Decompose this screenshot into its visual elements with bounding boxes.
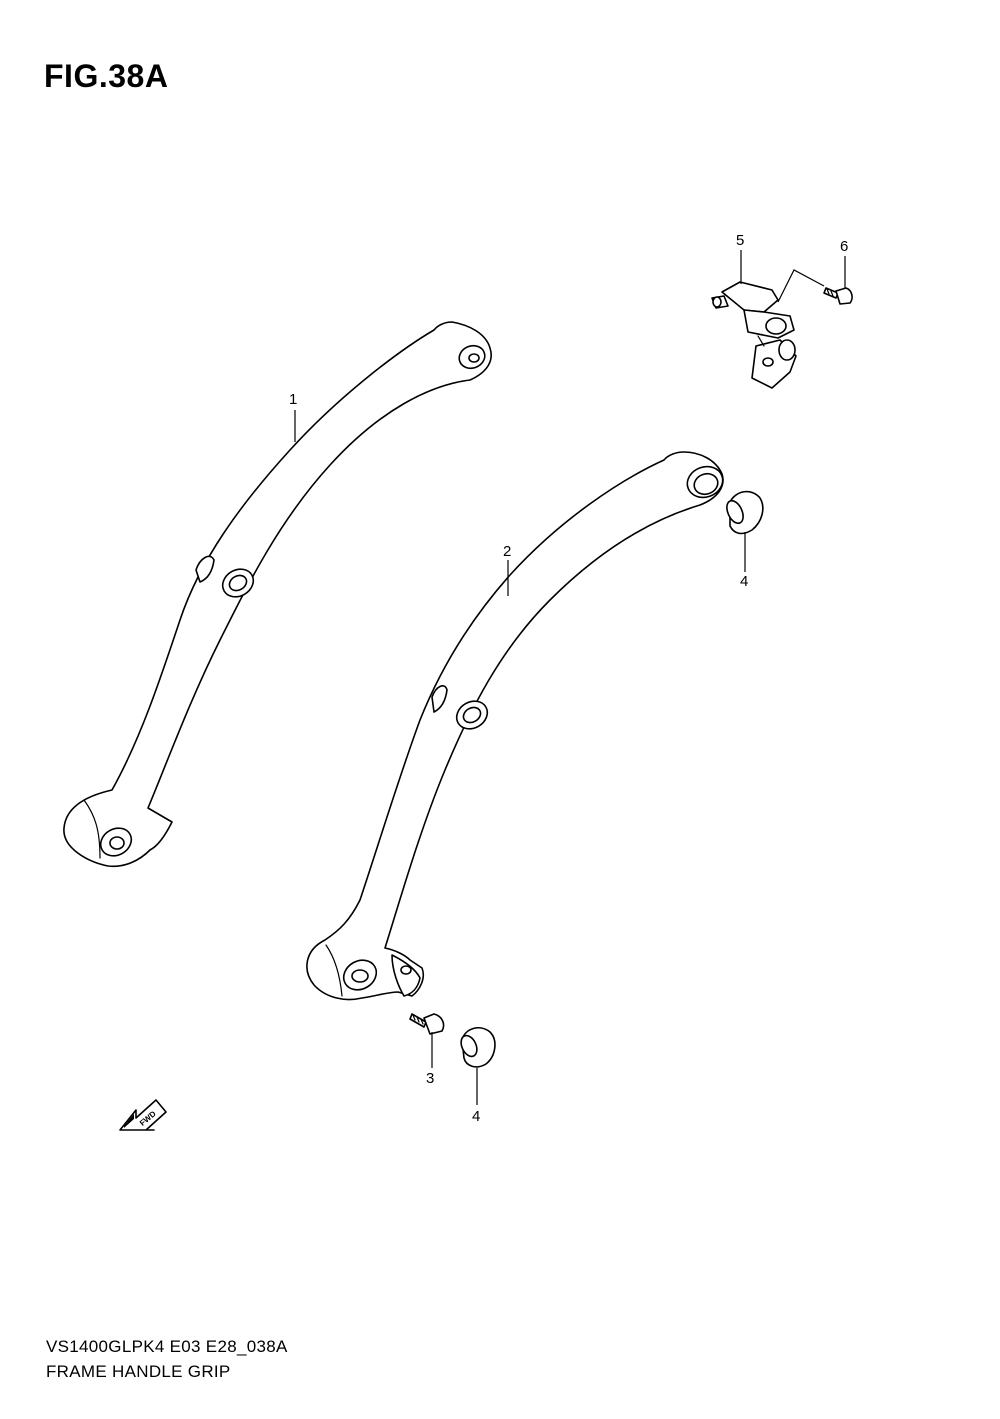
frame-handle-grip-right — [306, 451, 724, 1001]
fwd-arrow-icon: FWD — [119, 1099, 167, 1131]
frame-handle-grip-left — [63, 321, 492, 868]
diagram-caption: FRAME HANDLE GRIP — [46, 1362, 231, 1381]
footer: VS1400GLPK4 E03 E28_038A FRAME HANDLE GR… — [46, 1334, 288, 1384]
figure-title: FIG.38A — [44, 58, 169, 94]
screw-part-6 — [823, 287, 853, 305]
bolt-part-3 — [409, 1013, 445, 1035]
connector-line — [777, 269, 825, 303]
callout-4-lower: 4 — [472, 1108, 480, 1125]
lock-assembly-part-5 — [711, 281, 797, 389]
callout-1: 1 — [289, 391, 297, 408]
cap-part-4-lower — [460, 1027, 496, 1068]
model-code: VS1400GLPK4 E03 E28_038A — [46, 1337, 288, 1356]
callout-3: 3 — [426, 1070, 434, 1087]
callout-6: 6 — [840, 238, 848, 255]
callout-5: 5 — [736, 232, 744, 249]
callout-2: 2 — [503, 543, 511, 560]
callout-4-upper: 4 — [740, 573, 748, 590]
cap-part-4-upper — [726, 490, 764, 535]
